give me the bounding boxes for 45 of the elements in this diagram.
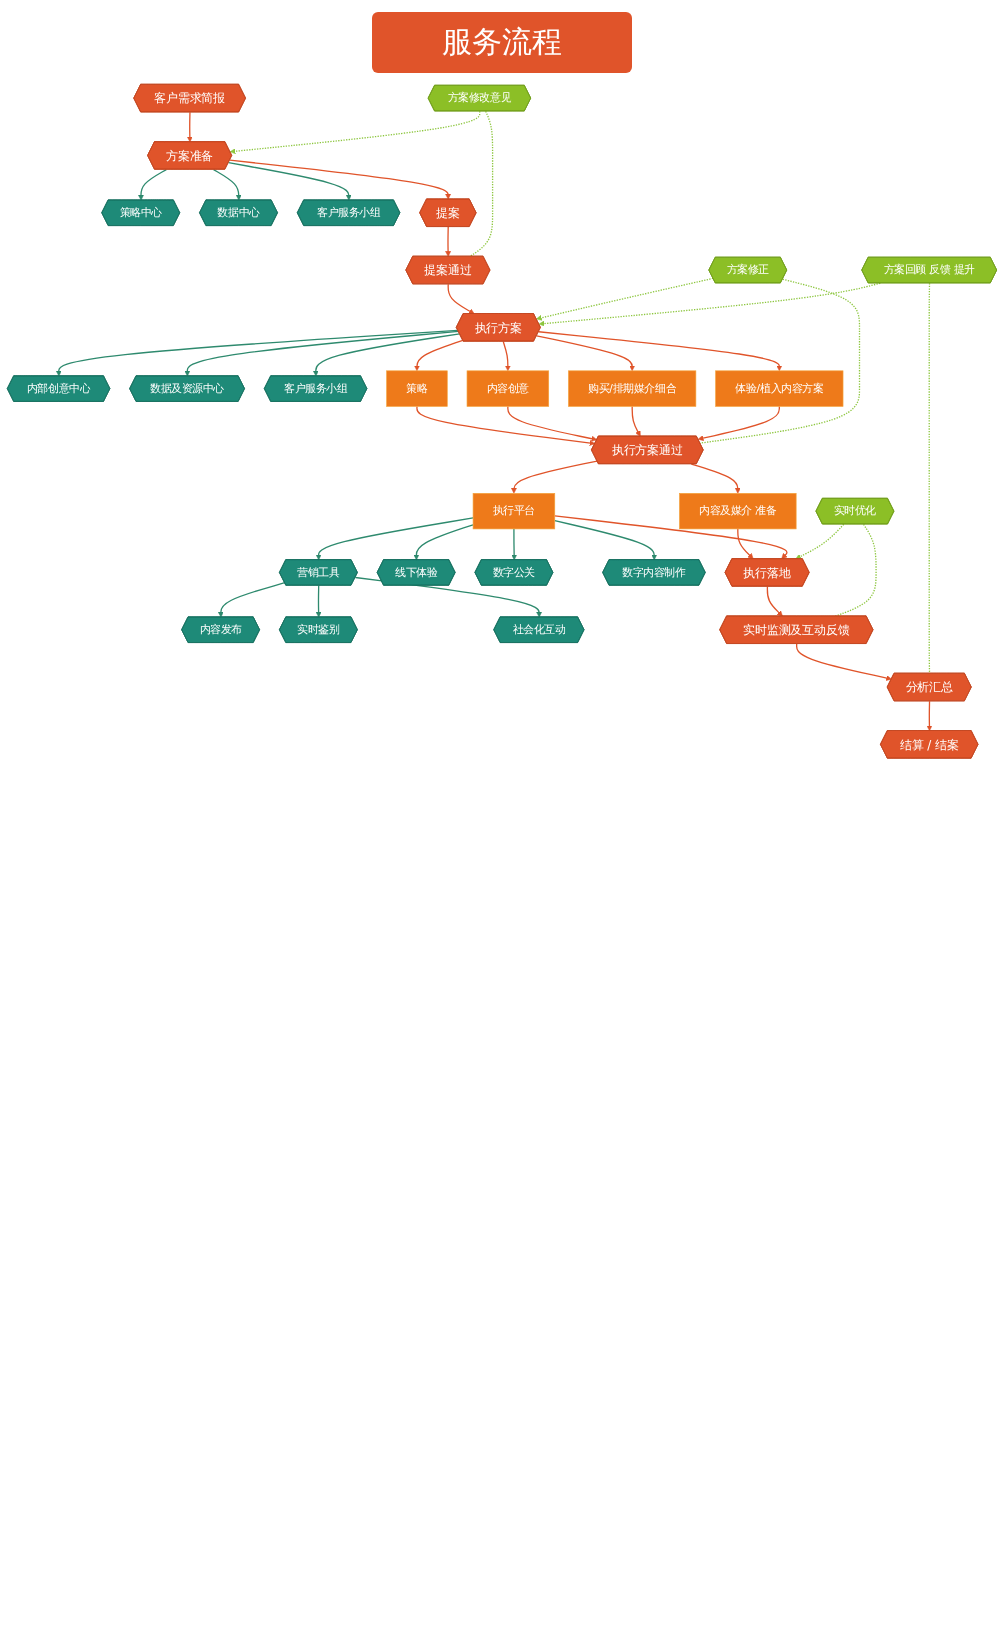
arrow xyxy=(537,331,782,372)
arrow xyxy=(217,582,285,618)
arrow xyxy=(228,159,451,200)
arrow xyxy=(794,523,844,560)
connector xyxy=(698,278,860,444)
arrow xyxy=(137,168,167,201)
node-box: 体验/植入内容方案 xyxy=(714,370,843,407)
title-banner: 服务流程 xyxy=(371,12,632,73)
node-box: 内容及媒介 准备 xyxy=(678,493,796,530)
arrow xyxy=(736,528,754,560)
arrow xyxy=(55,329,459,377)
connector xyxy=(468,110,493,258)
node-box: 内容创意 xyxy=(466,370,549,407)
arrow xyxy=(227,162,352,201)
node-box: 执行平台 xyxy=(472,493,555,530)
arrow xyxy=(183,330,459,377)
arrow xyxy=(926,700,932,732)
arrow xyxy=(795,643,892,681)
arrow xyxy=(553,515,788,560)
connector xyxy=(928,282,930,675)
arrow xyxy=(315,584,321,618)
arrow xyxy=(510,528,517,561)
node-box: 购买/排期媒介细合 xyxy=(567,370,696,407)
arrow xyxy=(212,168,242,201)
arrow xyxy=(502,340,511,372)
arrow xyxy=(415,405,595,446)
arrow xyxy=(413,524,474,561)
arrow xyxy=(553,520,657,561)
arrow xyxy=(535,335,635,372)
arrow xyxy=(312,333,460,377)
arrow xyxy=(186,111,193,143)
arrow xyxy=(697,405,780,441)
arrow xyxy=(444,226,451,257)
arrow xyxy=(538,282,881,327)
arrow xyxy=(690,463,741,494)
arrow xyxy=(315,517,474,561)
arrow xyxy=(229,110,480,155)
arrow xyxy=(510,460,598,494)
arrow xyxy=(506,405,597,442)
arrow xyxy=(535,277,714,321)
arrow xyxy=(447,283,475,315)
arrow xyxy=(631,405,641,437)
arrow xyxy=(766,585,783,617)
arrow xyxy=(413,339,464,372)
node-box: 策略 xyxy=(385,370,448,407)
